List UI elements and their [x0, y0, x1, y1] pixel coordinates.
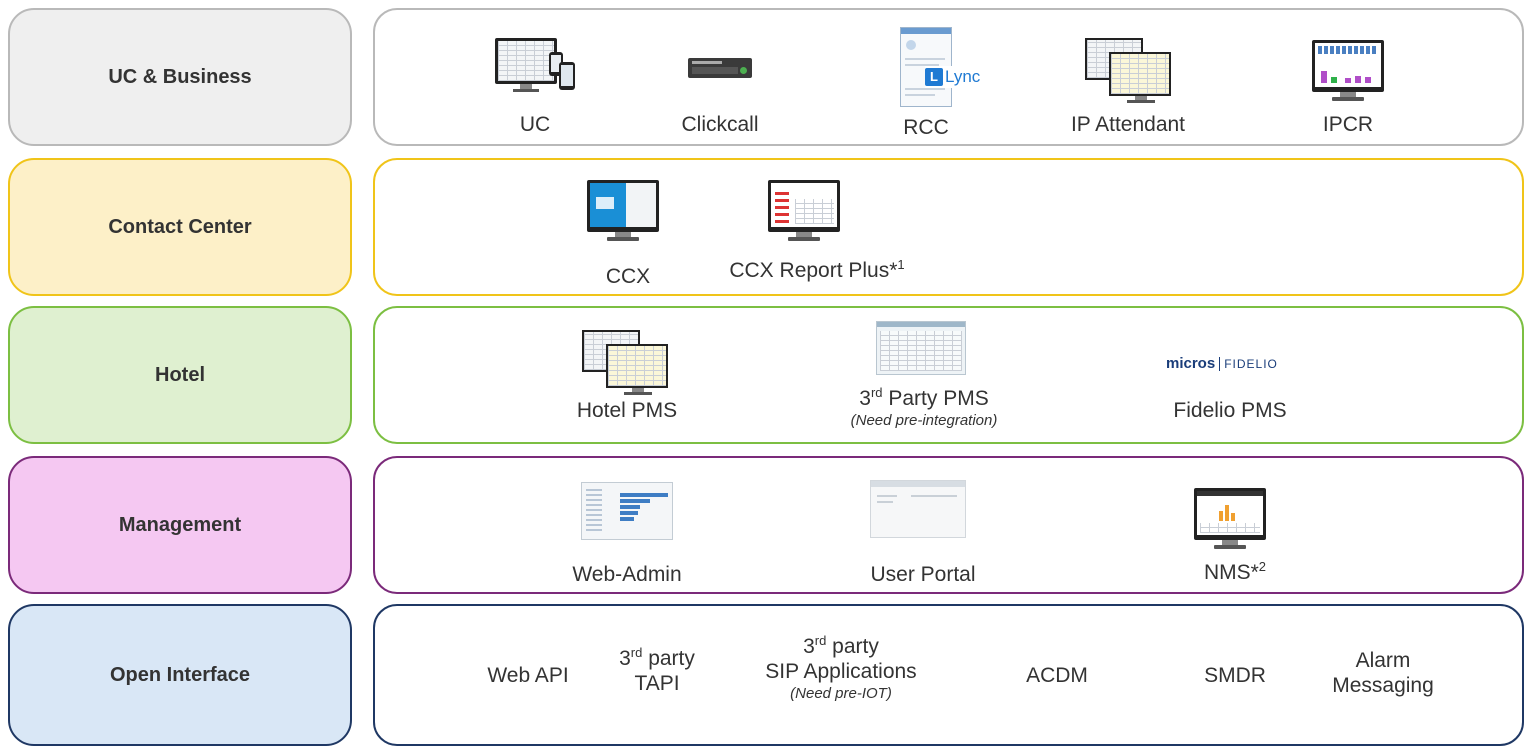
- rcc-label: RCC: [903, 116, 949, 139]
- panel-contact-center: [373, 158, 1524, 296]
- ipcr-screenshot: [1312, 40, 1384, 102]
- user-portal-screenshot: [870, 480, 966, 538]
- third-party-pms-screenshot: [876, 321, 966, 375]
- hotel-pms-label: Hotel PMS: [576, 399, 678, 422]
- micros-fidelio-logo: micros FIDELIO: [1166, 355, 1278, 372]
- sip-line1: party: [826, 635, 879, 658]
- user-portal-label: User Portal: [870, 563, 976, 586]
- hotel-pms-screenshot: [582, 330, 668, 396]
- nms-text: NMS*: [1203, 561, 1259, 584]
- uc-label: UC: [519, 113, 551, 136]
- ccx-label: CCX: [605, 265, 651, 288]
- ccx-report-plus-text: CCX Report Plus*: [729, 259, 898, 282]
- ipcr-label: IPCR: [1322, 113, 1374, 136]
- pre-iot-note: (Need pre-IOT): [790, 685, 892, 703]
- category-label: Open Interface: [109, 663, 251, 686]
- ccx-report-plus-label: CCX Report Plus*1: [729, 258, 904, 283]
- lync-icon: L: [925, 68, 943, 86]
- ip-attendant-label: IP Attendant: [1070, 113, 1186, 136]
- alarm-line2: Messaging: [1332, 674, 1434, 698]
- web-admin-screenshot: [581, 482, 673, 540]
- acdm-label: ACDM: [1026, 664, 1088, 687]
- ordinal-suffix: rd: [630, 645, 643, 660]
- category-hotel: Hotel: [8, 306, 352, 444]
- ordinal-text: 3: [803, 635, 815, 658]
- ordinal-suffix: rd: [870, 385, 883, 400]
- phone-icon: [740, 67, 747, 74]
- nms-screenshot: [1194, 488, 1266, 550]
- clickcall-screenshot: [688, 58, 752, 78]
- lync-label: Lync: [945, 67, 981, 86]
- sip-line2: SIP Applications: [765, 660, 917, 684]
- fidelio-logo-text: FIDELIO: [1224, 356, 1278, 371]
- category-contact-center: Contact Center: [8, 158, 352, 296]
- alarm-messaging-label: Alarm Messaging: [1332, 648, 1434, 698]
- alarm-line1: Alarm: [1355, 649, 1411, 672]
- lync-logo: L Lync: [925, 66, 981, 88]
- third-party-pms-text: Party PMS: [882, 387, 989, 410]
- footnote-marker: 1: [897, 257, 905, 272]
- ccx-screenshot: [587, 180, 659, 242]
- tapi-line2: TAPI: [634, 672, 680, 696]
- uc-screenshot: [495, 38, 575, 100]
- category-label: UC & Business: [108, 65, 252, 88]
- clickcall-label: Clickcall: [681, 113, 759, 136]
- third-party-tapi-label: 3rd party TAPI: [619, 646, 695, 696]
- ordinal-text: 3: [859, 387, 871, 410]
- panel-open-interface: [373, 604, 1524, 746]
- nms-label: NMS*2: [1204, 560, 1266, 585]
- micros-logo-text: micros: [1166, 355, 1216, 372]
- smdr-label: SMDR: [1204, 664, 1266, 687]
- web-api-label: Web API: [487, 664, 569, 687]
- web-admin-label: Web-Admin: [572, 563, 682, 586]
- ordinal-text: 3: [619, 647, 631, 670]
- footnote-marker: 2: [1258, 559, 1267, 574]
- category-uc-business: UC & Business: [8, 8, 352, 146]
- tapi-line1: party: [642, 647, 695, 670]
- category-management: Management: [8, 456, 352, 594]
- category-label: Contact Center: [108, 215, 252, 238]
- category-label: Hotel: [155, 363, 205, 386]
- pre-integration-note: (Need pre-integration): [850, 412, 998, 430]
- ip-attendant-screenshot: [1085, 38, 1171, 104]
- third-party-sip-label: 3rd party SIP Applications (Need pre-IOT…: [765, 634, 916, 703]
- category-open-interface: Open Interface: [8, 604, 352, 746]
- fidelio-pms-label: Fidelio PMS: [1173, 399, 1287, 422]
- category-label: Management: [118, 513, 242, 536]
- ccx-report-plus-screenshot: [768, 180, 840, 242]
- third-party-pms-label: 3rd Party PMS (Need pre-integration): [851, 386, 998, 430]
- ordinal-suffix: rd: [814, 633, 827, 648]
